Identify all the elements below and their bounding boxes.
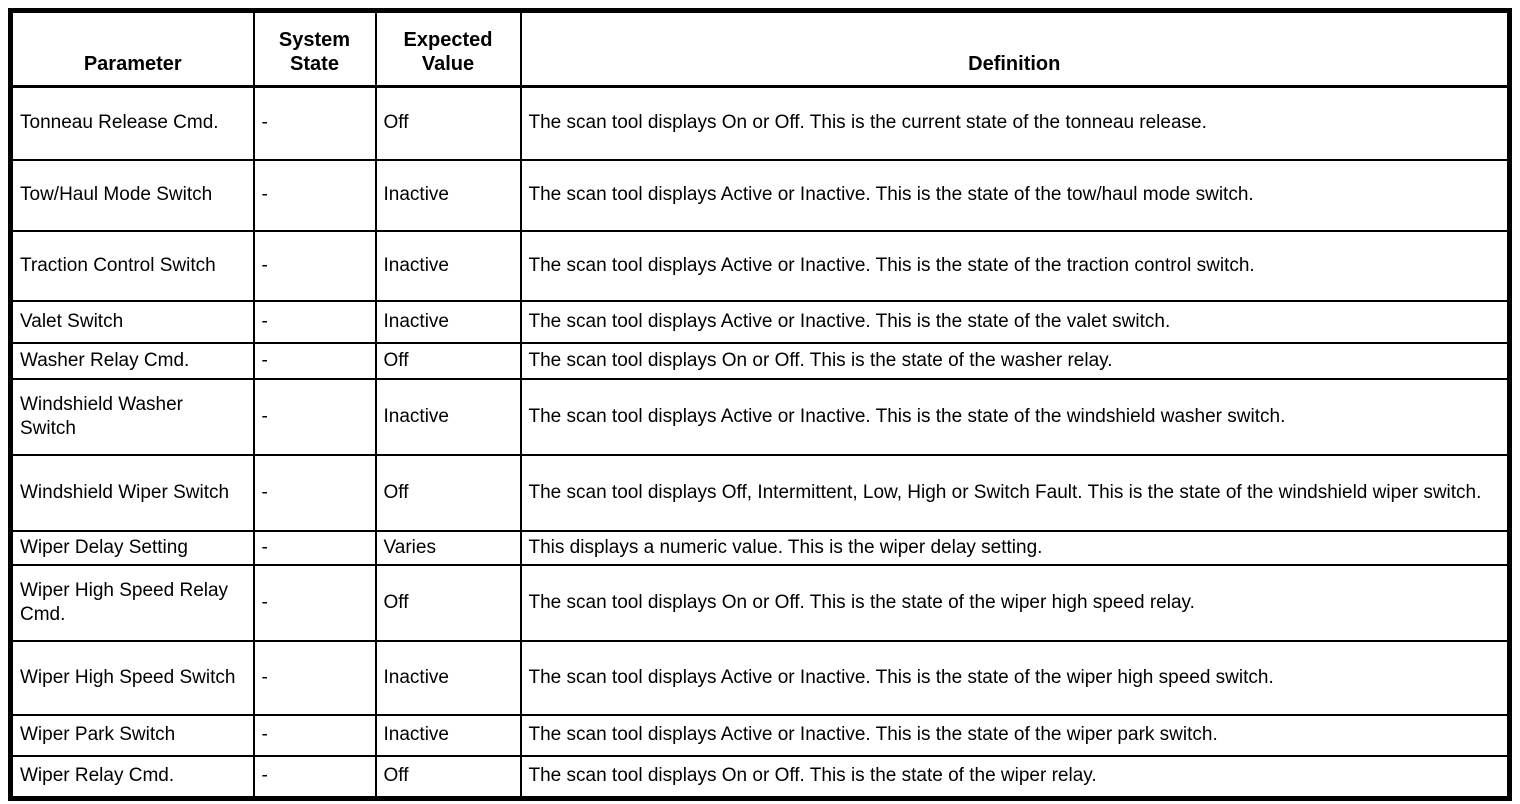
definition-cell: The scan tool displays Active or Inactiv… [519, 299, 1511, 344]
table-row: Windshield Washer Switch - Inactive The … [9, 377, 1511, 456]
parameter-cell: Valet Switch [9, 299, 255, 344]
header-row: Parameter System State Expected Value De… [9, 9, 1511, 88]
definition-cell: The scan tool displays On or Off. This i… [519, 563, 1511, 642]
system-state-cell: - [252, 299, 377, 344]
system-state-cell: - [252, 563, 377, 642]
parameter-cell: Tonneau Release Cmd. [9, 85, 255, 161]
parameter-cell: Traction Control Switch [9, 229, 255, 302]
table-row: Wiper High Speed Switch - Inactive The s… [9, 639, 1511, 716]
column-header-expected-value: Expected Value [374, 9, 522, 88]
definition-cell: The scan tool displays Active or Inactiv… [519, 377, 1511, 456]
system-state-cell: - [252, 529, 377, 566]
system-state-cell: - [252, 158, 377, 232]
table-row: Traction Control Switch - Inactive The s… [9, 229, 1511, 302]
definition-cell: The scan tool displays Active or Inactiv… [519, 158, 1511, 232]
system-state-cell: - [252, 754, 377, 800]
system-state-cell: - [252, 85, 377, 161]
column-header-system-state: System State [252, 9, 377, 88]
parameter-cell: Wiper Park Switch [9, 713, 255, 757]
table-row: Wiper Park Switch - Inactive The scan to… [9, 713, 1511, 757]
table-row: Wiper Relay Cmd. - Off The scan tool dis… [9, 754, 1511, 800]
column-header-definition: Definition [519, 9, 1511, 88]
table-header: Parameter System State Expected Value De… [9, 9, 1511, 88]
system-state-cell: - [252, 229, 377, 302]
table-row: Tow/Haul Mode Switch - Inactive The scan… [9, 158, 1511, 232]
system-state-cell: - [252, 377, 377, 456]
parameter-cell: Washer Relay Cmd. [9, 341, 255, 380]
expected-value-cell: Inactive [374, 639, 522, 716]
expected-value-cell: Inactive [374, 299, 522, 344]
expected-value-cell: Off [374, 754, 522, 800]
parameter-cell: Wiper Delay Setting [9, 529, 255, 566]
expected-value-cell: Inactive [374, 229, 522, 302]
expected-value-cell: Inactive [374, 377, 522, 456]
parameter-cell: Wiper Relay Cmd. [9, 754, 255, 800]
column-header-parameter: Parameter [9, 9, 255, 88]
definition-cell: The scan tool displays On or Off. This i… [519, 754, 1511, 800]
expected-value-cell: Inactive [374, 713, 522, 757]
definition-cell: The scan tool displays Active or Inactiv… [519, 229, 1511, 302]
table-body: Tonneau Release Cmd. - Off The scan tool… [9, 85, 1511, 800]
parameter-cell: Wiper High Speed Relay Cmd. [9, 563, 255, 642]
table-row: Valet Switch - Inactive The scan tool di… [9, 299, 1511, 344]
expected-value-cell: Off [374, 453, 522, 532]
system-state-cell: - [252, 453, 377, 532]
system-state-cell: - [252, 713, 377, 757]
table-row: Tonneau Release Cmd. - Off The scan tool… [9, 85, 1511, 161]
table-row: Washer Relay Cmd. - Off The scan tool di… [9, 341, 1511, 380]
parameter-cell: Windshield Washer Switch [9, 377, 255, 456]
expected-value-cell: Off [374, 563, 522, 642]
definition-cell: The scan tool displays Active or Inactiv… [519, 713, 1511, 757]
table-row: Windshield Wiper Switch - Off The scan t… [9, 453, 1511, 532]
system-state-cell: - [252, 639, 377, 716]
definition-cell: The scan tool displays On or Off. This i… [519, 85, 1511, 161]
expected-value-cell: Off [374, 341, 522, 380]
table-row: Wiper High Speed Relay Cmd. - Off The sc… [9, 563, 1511, 642]
expected-value-cell: Varies [374, 529, 522, 566]
expected-value-cell: Inactive [374, 158, 522, 232]
definition-cell: This displays a numeric value. This is t… [519, 529, 1511, 566]
system-state-cell: - [252, 341, 377, 380]
definition-cell: The scan tool displays Active or Inactiv… [519, 639, 1511, 716]
definition-cell: The scan tool displays On or Off. This i… [519, 341, 1511, 380]
table-row: Wiper Delay Setting - Varies This displa… [9, 529, 1511, 566]
parameter-cell: Tow/Haul Mode Switch [9, 158, 255, 232]
scan-tool-parameter-table: Parameter System State Expected Value De… [8, 8, 1512, 801]
parameter-cell: Windshield Wiper Switch [9, 453, 255, 532]
expected-value-cell: Off [374, 85, 522, 161]
definition-cell: The scan tool displays Off, Intermittent… [519, 453, 1511, 532]
parameter-cell: Wiper High Speed Switch [9, 639, 255, 716]
